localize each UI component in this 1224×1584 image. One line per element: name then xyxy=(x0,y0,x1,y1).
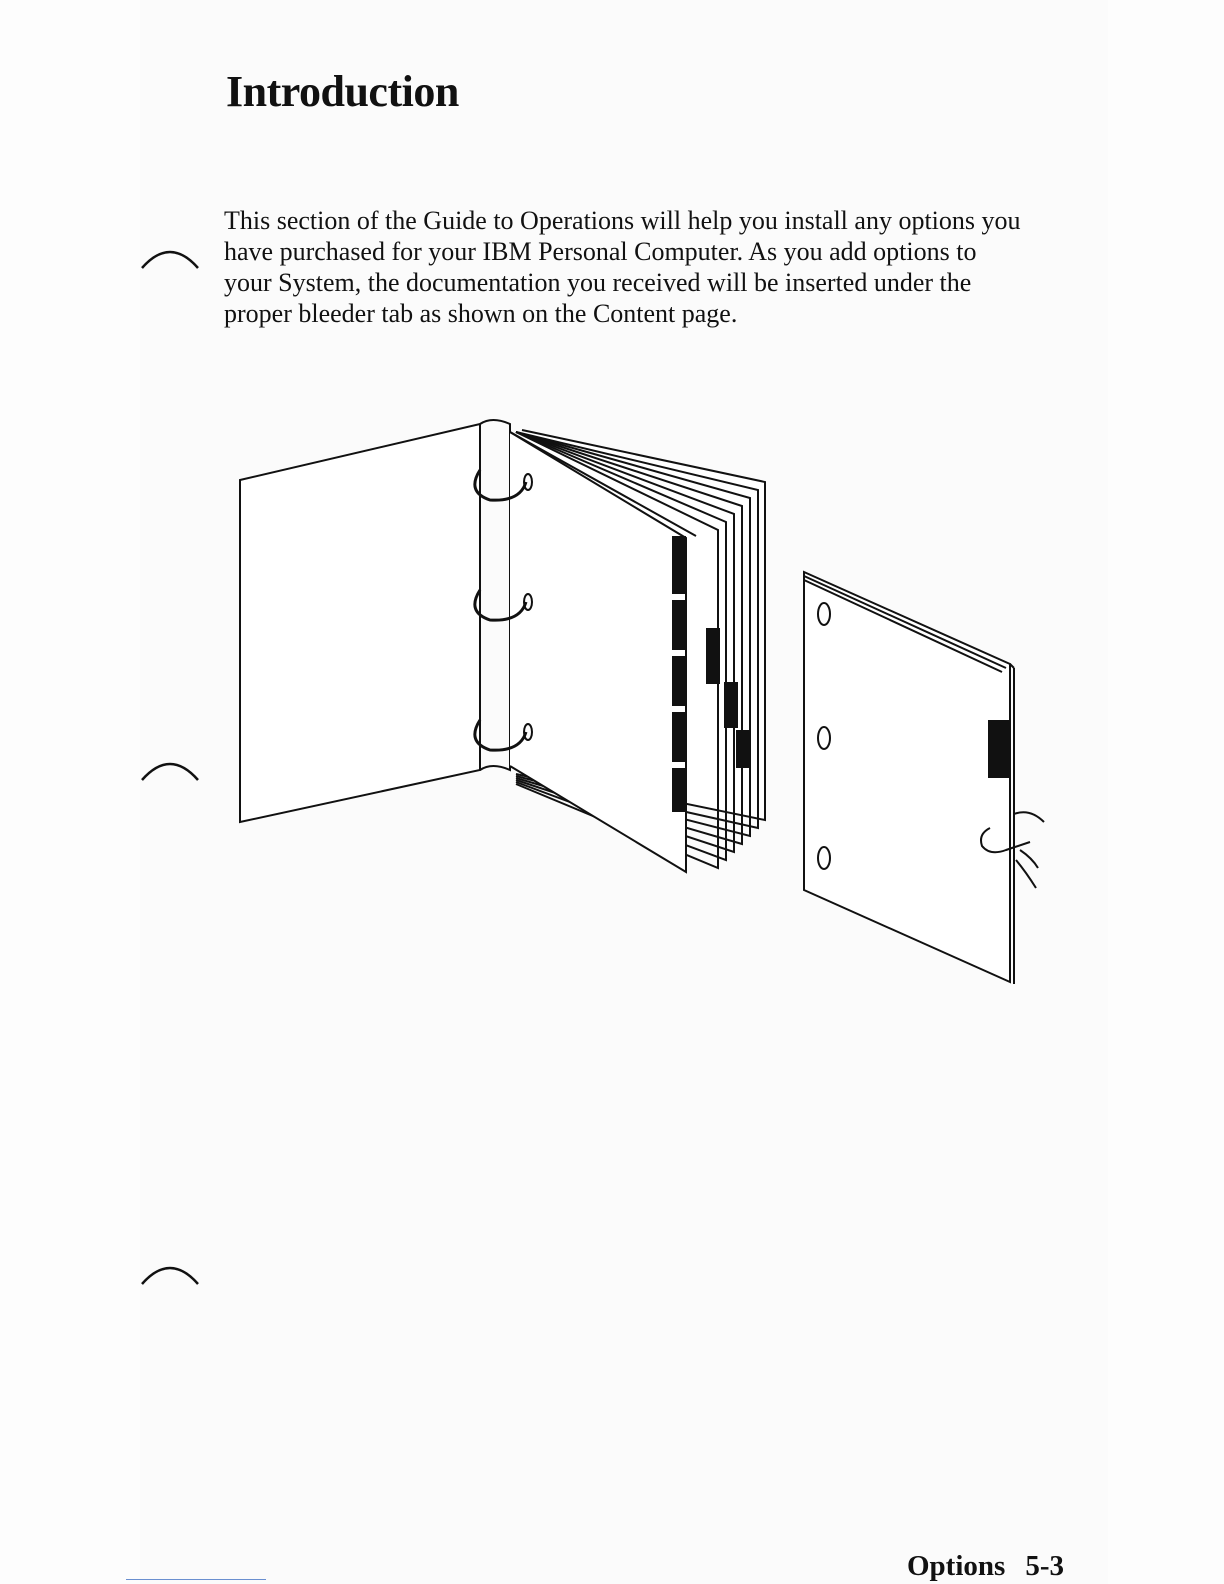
binder-with-tabbed-pages-illustration xyxy=(230,410,1070,1000)
page-title: Introduction xyxy=(226,66,459,117)
binder-hole-mark-icon xyxy=(140,752,200,792)
bottom-rule xyxy=(126,1579,266,1580)
binder-hole-mark-icon xyxy=(140,240,200,280)
binder-hole-mark-icon xyxy=(140,1256,200,1296)
intro-paragraph: This section of the Guide to Operations … xyxy=(224,205,1024,329)
page-footer: Options 5-3 xyxy=(907,1550,1064,1583)
footer-page-number: 5-3 xyxy=(1025,1550,1064,1582)
footer-section-label: Options xyxy=(907,1550,1005,1582)
